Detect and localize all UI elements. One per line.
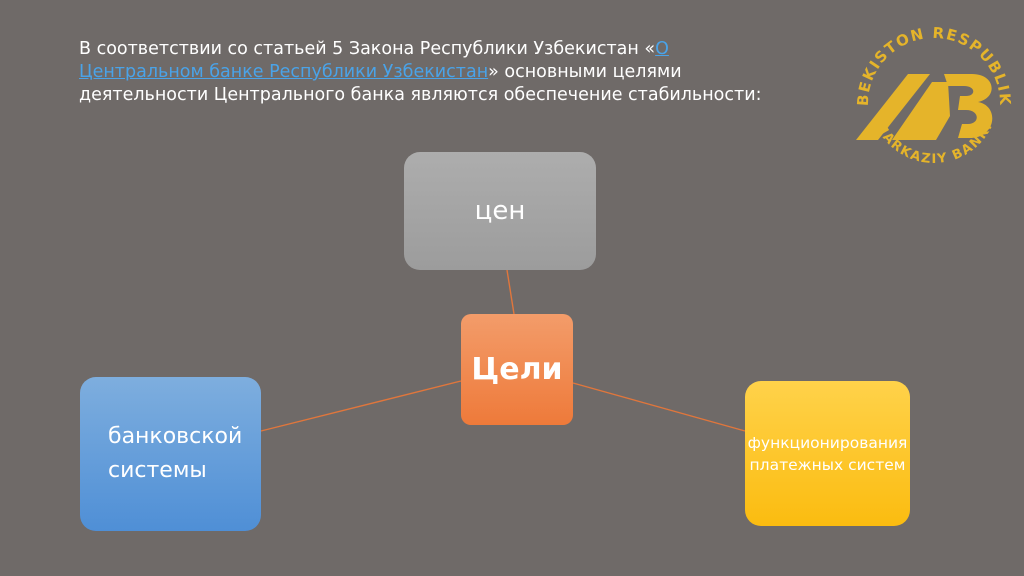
connector-right bbox=[572, 382, 746, 432]
connector-left bbox=[260, 380, 462, 432]
law-link[interactable]: О Центральном банке Республики Узбекиста… bbox=[79, 39, 669, 82]
intro-prefix: В соответствии со статьей 5 Закона Респу… bbox=[79, 39, 656, 59]
goal-payment-systems: функционирования платежных систем bbox=[745, 381, 910, 526]
central-bank-logo: O'ZBEKISTON RESPUBLIKASI MARKAZIY BANKI bbox=[846, 16, 1013, 167]
connector-top bbox=[506, 269, 515, 315]
goal-banking-system-label: банковской системы bbox=[108, 424, 243, 483]
goal-payment-systems-label: функционирования платежных систем bbox=[747, 433, 908, 474]
goal-prices-label: цен bbox=[474, 196, 526, 226]
logo-emblem-icon bbox=[856, 74, 993, 140]
intro-text: В соответствии со статьей 5 Закона Респу… bbox=[79, 38, 799, 107]
goal-banking-system: банковской системы bbox=[80, 377, 261, 531]
goals-center: Цели bbox=[461, 314, 573, 425]
intro-suffix: » основными целями деятельности Централь… bbox=[79, 62, 762, 105]
goal-prices: цен bbox=[404, 152, 596, 270]
goals-center-label: Цели bbox=[471, 351, 563, 387]
